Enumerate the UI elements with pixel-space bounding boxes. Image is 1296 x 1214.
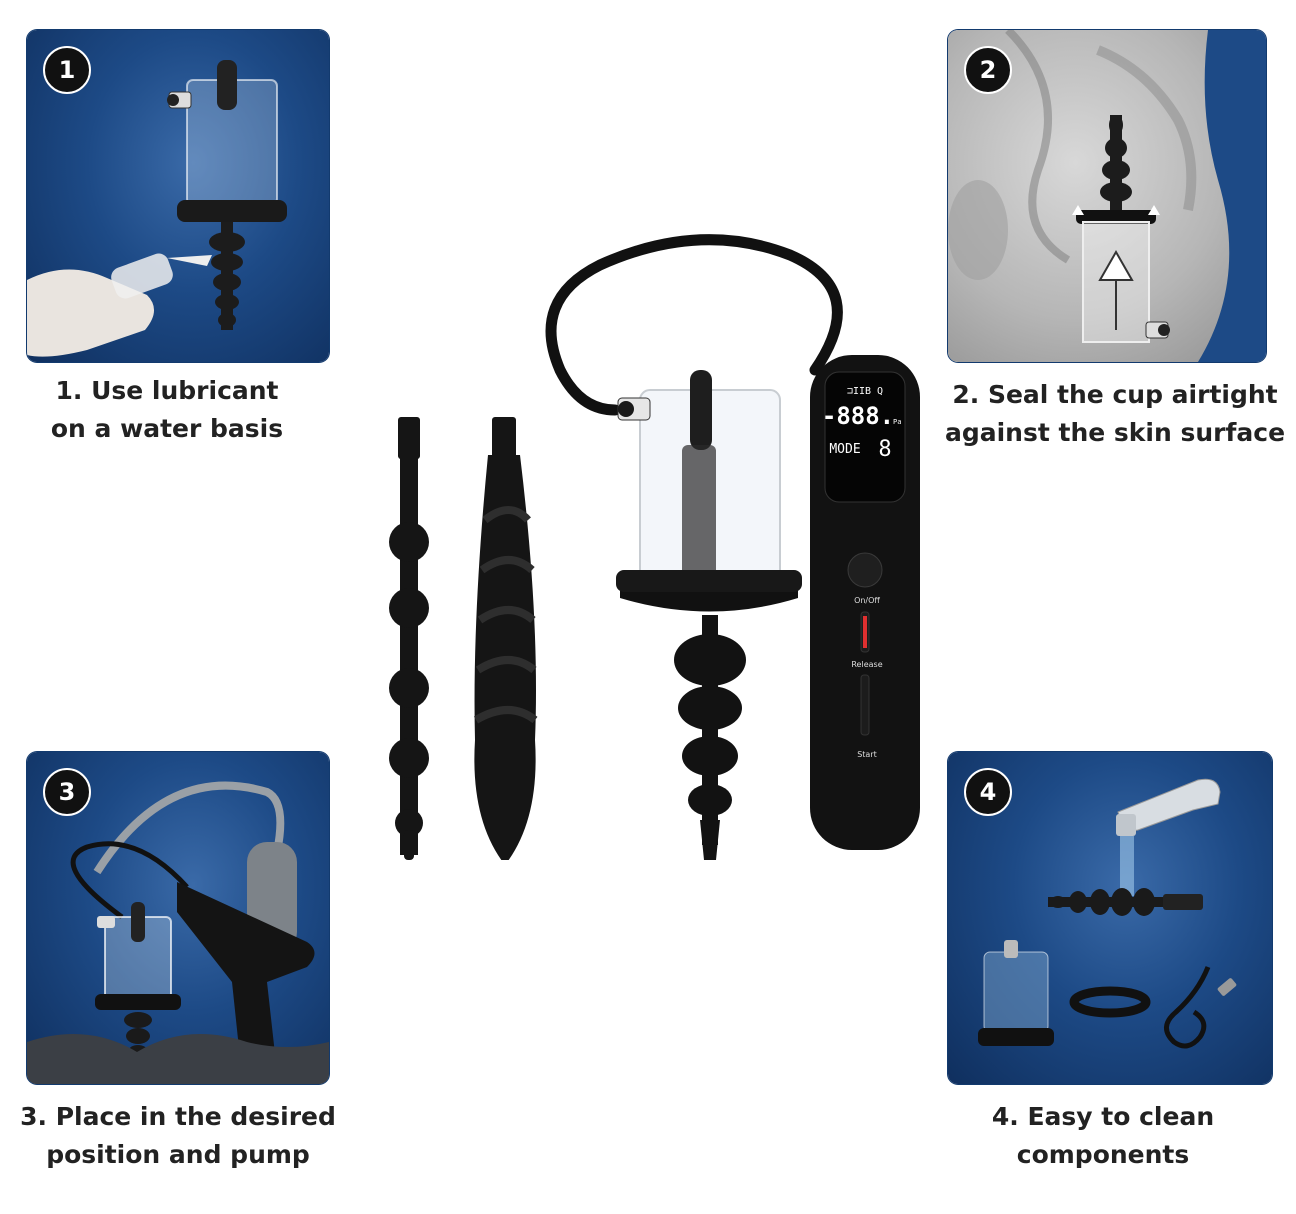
step-1-caption-line2: on a water basis bbox=[50, 414, 284, 443]
step-4-caption: 4. Easy to clean components bbox=[950, 1098, 1256, 1174]
pump-hose bbox=[545, 234, 843, 416]
product-illustration: ⊐IIB Q -888. Pa MODE 8 On/Off Release St… bbox=[389, 234, 920, 860]
step-4-illustration bbox=[978, 778, 1237, 1049]
step-4-caption-line1: 4. Easy to clean bbox=[991, 1102, 1215, 1131]
lcd-mode-label: MODE bbox=[829, 442, 860, 457]
step-2-caption-line1: 2. Seal the cup airtight bbox=[952, 380, 1278, 409]
lcd-top-icons: ⊐IIB Q bbox=[847, 386, 883, 397]
step-3-caption-line1: 3. Place in the desired bbox=[20, 1102, 336, 1131]
step-1-caption: 1. Use lubricant on a water basis bbox=[27, 372, 307, 448]
step-1-badge: 1 bbox=[43, 46, 91, 94]
step-2-caption-line2: against the skin surface bbox=[944, 418, 1286, 447]
step-2-panel: 2 bbox=[948, 30, 1266, 362]
step-3-illustration bbox=[27, 781, 329, 1084]
step-4-panel: 4 bbox=[948, 752, 1272, 1084]
pump-handle: ⊐IIB Q -888. Pa MODE 8 On/Off Release St… bbox=[810, 355, 920, 850]
step-3-panel: 3 bbox=[27, 752, 329, 1084]
start-label: Start bbox=[857, 750, 877, 759]
step-1-illustration bbox=[27, 60, 287, 357]
lcd-pressure-unit: Pa bbox=[893, 418, 901, 426]
spiral-attachment bbox=[473, 417, 538, 860]
step-2-illustration bbox=[948, 30, 1266, 362]
step-3-caption-line2: position and pump bbox=[46, 1140, 310, 1169]
step-4-caption-line2: components bbox=[1016, 1140, 1190, 1169]
onoff-button[interactable] bbox=[847, 552, 883, 588]
step-4-badge: 4 bbox=[964, 768, 1012, 816]
lcd-pressure-value: -888. bbox=[822, 402, 894, 430]
step-1-caption-line1: 1. Use lubricant bbox=[55, 376, 279, 405]
beaded-attachment bbox=[389, 417, 429, 860]
release-indicator bbox=[863, 616, 867, 648]
step-1-panel: 1 bbox=[27, 30, 329, 362]
release-label: Release bbox=[851, 660, 882, 669]
step-2-caption: 2. Seal the cup airtight against the ski… bbox=[940, 376, 1290, 452]
lcd-mode-value: 8 bbox=[878, 437, 891, 462]
cup-assembly bbox=[616, 370, 802, 860]
onoff-label: On/Off bbox=[854, 596, 880, 605]
step-3-caption: 3. Place in the desired position and pum… bbox=[10, 1098, 346, 1174]
step-3-badge: 3 bbox=[43, 768, 91, 816]
start-slider[interactable] bbox=[860, 674, 870, 736]
step-2-badge: 2 bbox=[964, 46, 1012, 94]
